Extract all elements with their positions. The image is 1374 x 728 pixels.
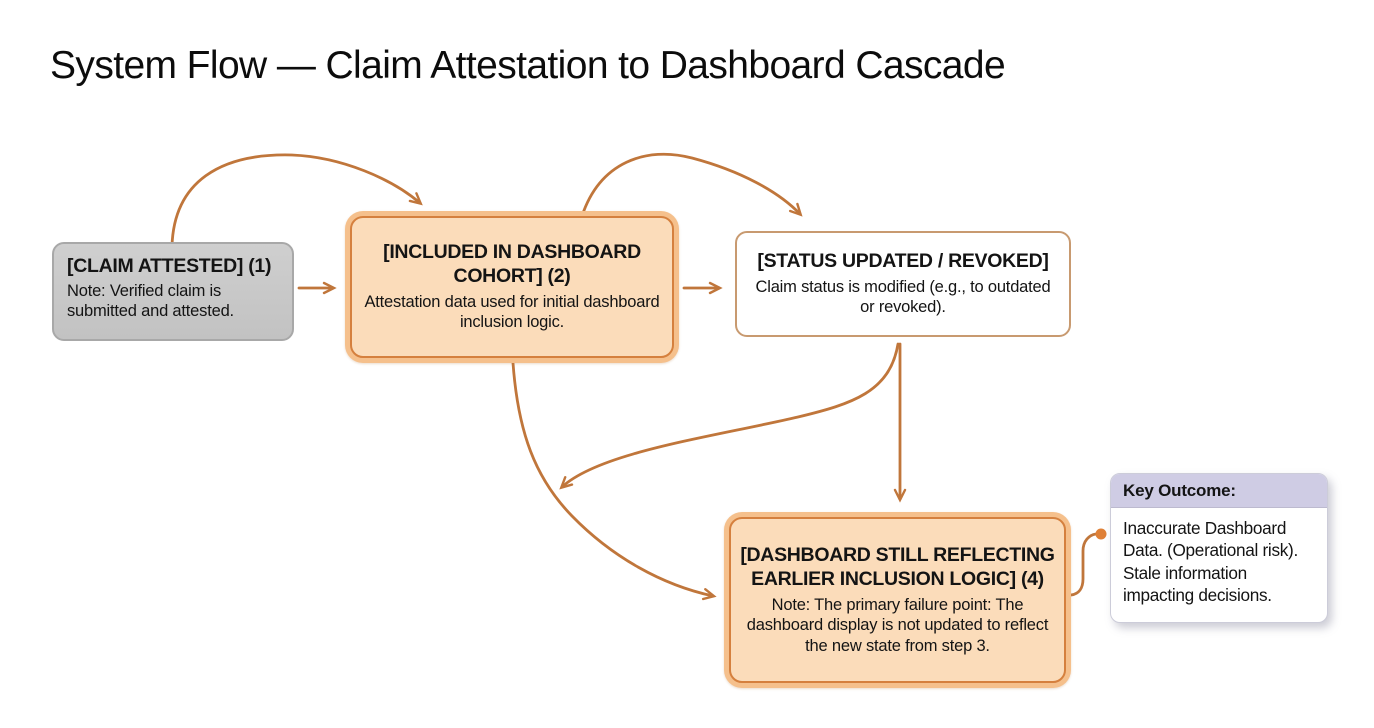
node-included-cohort-note: Attestation data used for initial dashbo… (364, 292, 660, 332)
key-outcome-body: Inaccurate Dashboard Data. (Operational … (1123, 518, 1298, 606)
edge-connector-4-to-outcome (1069, 532, 1098, 597)
node-included-cohort-title: [INCLUDED IN DASHBOARD COHORT] (2) (383, 241, 641, 288)
edge-curve-2-to-4 (511, 361, 717, 601)
edge-arc-2-to-3 (580, 152, 803, 218)
node-dashboard-stale: [DASHBOARD STILL REFLECTING EARLIER INCL… (724, 512, 1071, 688)
edge-arc-1-to-2 (170, 153, 423, 248)
key-outcome-header: Key Outcome: (1111, 474, 1327, 508)
key-outcome-card: Key Outcome: Inaccurate Dashboard Data. … (1110, 473, 1328, 623)
node-claim-attested-title: [CLAIM ATTESTED] (1) (67, 255, 272, 277)
node-claim-attested-note: Note: Verified claim is submitted and at… (67, 281, 234, 321)
node-status-updated: [STATUS UPDATED / REVOKED] Claim status … (735, 231, 1071, 337)
node-claim-attested: [CLAIM ATTESTED] (1) Note: Verified clai… (52, 242, 294, 341)
node-dashboard-stale-note: Note: The primary failure point: The das… (746, 595, 1049, 655)
node-status-updated-note: Claim status is modified (e.g., to outda… (755, 277, 1051, 317)
node-included-cohort-ring: [INCLUDED IN DASHBOARD COHORT] (2) Attes… (345, 211, 679, 363)
connector-endpoint-dot (1095, 528, 1107, 540)
node-included-cohort: [INCLUDED IN DASHBOARD COHORT] (2) Attes… (345, 211, 679, 363)
edge-scurve-3-merge (559, 342, 900, 490)
node-dashboard-stale-title: [DASHBOARD STILL REFLECTING EARLIER INCL… (740, 544, 1055, 590)
diagram-title: System Flow — Claim Attestation to Dashb… (50, 44, 1006, 87)
node-dashboard-stale-ring: [DASHBOARD STILL REFLECTING EARLIER INCL… (724, 512, 1071, 688)
node-status-updated-title: [STATUS UPDATED / REVOKED] (757, 250, 1049, 273)
